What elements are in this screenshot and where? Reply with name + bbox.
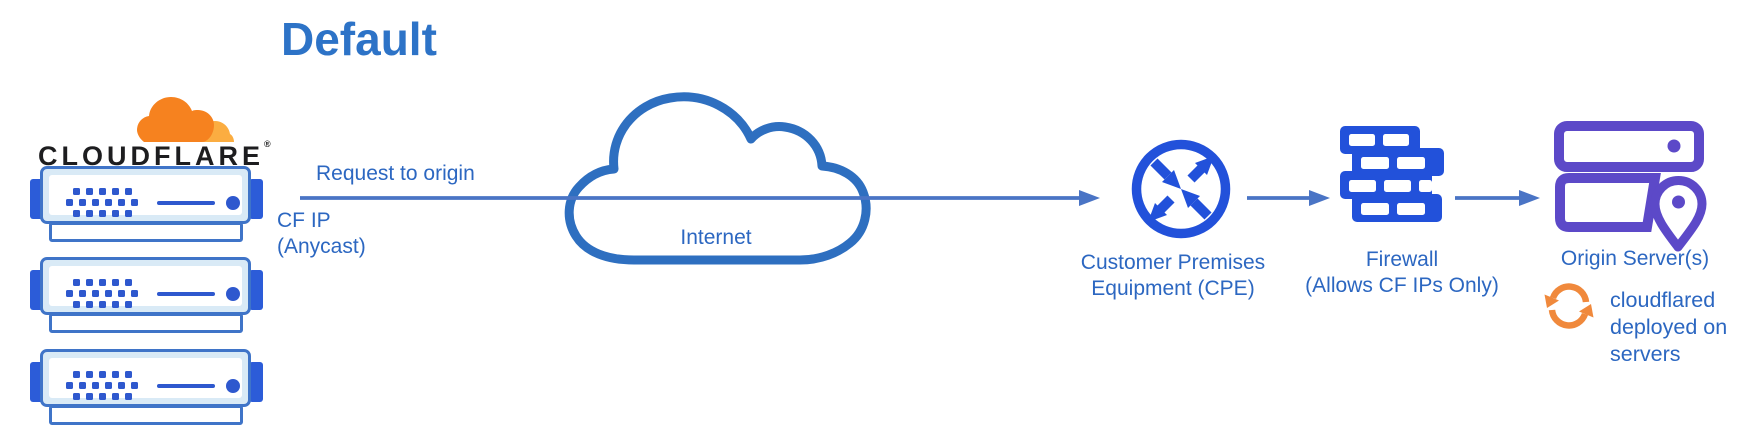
server-slot-line <box>157 384 215 388</box>
server-body <box>40 257 251 315</box>
router-icon <box>1129 137 1233 241</box>
server-body <box>40 349 251 407</box>
trademark-symbol: ® <box>263 139 271 149</box>
server-vents-icon <box>66 279 138 308</box>
edge-server-icon <box>30 349 263 425</box>
internet-label: Internet <box>680 226 752 249</box>
firewall-label: Firewall (Allows CF IPs Only) <box>1305 247 1499 299</box>
server-right-tab <box>249 362 263 402</box>
sync-icon <box>1541 278 1597 334</box>
server-right-tab <box>249 270 263 310</box>
server-power-dot <box>226 196 240 210</box>
firewall-label-line2: (Allows CF IPs Only) <box>1305 274 1499 297</box>
cloudflare-logo-icon <box>136 94 236 146</box>
firewall-icon <box>1338 126 1444 223</box>
cpe-label: Customer Premises Equipment (CPE) <box>1081 250 1265 302</box>
server-vents-icon <box>66 188 138 217</box>
server-panel <box>49 266 242 308</box>
location-pin-icon <box>1650 176 1707 252</box>
server-slot-line <box>157 201 215 205</box>
cpe-to-firewall-arrow-icon <box>1247 190 1330 206</box>
server-panel <box>49 358 242 400</box>
server-panel <box>49 175 242 217</box>
cloudflared-note: cloudflared deployed on servers <box>1610 287 1727 368</box>
edge-server-icon <box>30 166 263 242</box>
server-tray <box>49 222 243 242</box>
server-slot-line <box>157 292 215 296</box>
server-vents-icon <box>66 371 138 400</box>
firewall-label-line1: Firewall <box>1365 248 1439 271</box>
cpe-label-line1: Customer Premises <box>1080 251 1266 274</box>
cf-ip-line: CF IP <box>277 209 331 232</box>
origin-server-label: Origin Server(s) <box>1560 247 1710 270</box>
cpe-label-line2: Equipment (CPE) <box>1091 277 1255 300</box>
server-body <box>40 166 251 224</box>
edge-server-icon <box>30 257 263 333</box>
origin-server-icon <box>1553 120 1709 254</box>
cloudflared-note-line3: servers <box>1610 342 1681 366</box>
server-tray <box>49 313 243 333</box>
cf-ip-anycast-label: CF IP (Anycast) <box>277 208 366 260</box>
cloudflared-note-line1: cloudflared <box>1610 288 1716 312</box>
server-power-dot <box>226 287 240 301</box>
server-power-dot <box>226 379 240 393</box>
firewall-to-origin-arrow-icon <box>1455 190 1540 206</box>
anycast-line: (Anycast) <box>277 235 366 258</box>
cloudflared-note-line2: deployed on <box>1610 315 1728 339</box>
server-tray <box>49 405 243 425</box>
request-arrow-label: Request to origin <box>316 162 475 185</box>
server-right-tab <box>249 179 263 219</box>
page-title: Default <box>281 13 437 65</box>
